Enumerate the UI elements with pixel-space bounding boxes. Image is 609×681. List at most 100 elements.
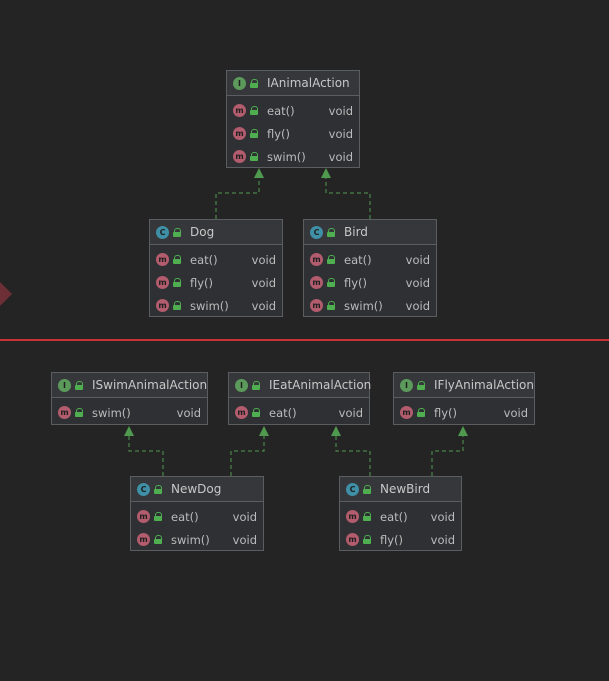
method-row[interactable]: m eat() void	[340, 505, 461, 528]
class-icon: C	[137, 482, 150, 496]
interface-name: ISwimAnimalAction	[92, 378, 208, 392]
method-row[interactable]: m swim() void	[304, 294, 436, 317]
method-row[interactable]: m swim() void	[131, 528, 263, 551]
connector-newbird-iflyanimalaction	[431, 436, 464, 476]
interface-icon: I	[400, 378, 413, 392]
method-row[interactable]: m eat() void	[131, 505, 263, 528]
return-type: void	[251, 252, 276, 267]
arrowhead-icon	[254, 168, 264, 178]
method-row[interactable]: m eat() void	[304, 248, 436, 271]
method-row[interactable]: m fly() void	[340, 528, 461, 551]
class-newbird[interactable]: C NewBird m eat() void m fly() void	[339, 476, 462, 551]
interface-name: IFlyAnimalAction	[434, 378, 534, 392]
class-icon: C	[310, 225, 323, 239]
public-lock-icon	[173, 255, 182, 264]
public-lock-icon	[250, 106, 259, 115]
public-lock-icon	[173, 227, 182, 237]
method-row[interactable]: m fly() void	[227, 122, 359, 145]
public-lock-icon	[252, 408, 261, 417]
interface-name: IEatAnimalAction	[269, 378, 372, 392]
public-lock-icon	[75, 408, 84, 417]
method-name: fly()	[434, 405, 458, 420]
arrowhead-icon	[458, 426, 468, 436]
return-type: void	[430, 509, 455, 524]
return-type: void	[328, 126, 353, 141]
method-row[interactable]: m swim() void	[227, 145, 359, 168]
public-lock-icon	[327, 278, 336, 287]
return-type: void	[328, 103, 353, 118]
collapse-marker[interactable]	[0, 282, 12, 306]
uml-header: C NewBird	[340, 477, 461, 502]
section-divider	[0, 339, 609, 341]
public-lock-icon	[327, 227, 336, 237]
public-lock-icon	[173, 301, 182, 310]
method-row[interactable]: m fly() void	[304, 271, 436, 294]
method-icon: m	[137, 510, 150, 523]
connector-dog-ianimalaction	[215, 178, 260, 219]
method-name: eat()	[344, 252, 372, 267]
uml-header: C Dog	[150, 220, 282, 245]
arrowhead-icon	[331, 426, 341, 436]
method-icon: m	[400, 406, 413, 419]
return-type: void	[503, 405, 528, 420]
class-newdog[interactable]: C NewDog m eat() void m swim() void	[130, 476, 264, 551]
interface-name: IAnimalAction	[267, 76, 350, 90]
class-dog[interactable]: C Dog m eat() void m fly() void m swim()…	[149, 219, 283, 317]
return-type: void	[328, 149, 353, 164]
method-name: swim()	[267, 149, 306, 164]
method-row[interactable]: m eat() void	[227, 99, 359, 122]
class-bird[interactable]: C Bird m eat() void m fly() void m swim(…	[303, 219, 437, 317]
public-lock-icon	[417, 408, 426, 417]
method-row[interactable]: m eat() void	[150, 248, 282, 271]
uml-header: I IEatAnimalAction	[229, 373, 372, 398]
interface-iswimanimalaction[interactable]: I ISwimAnimalAction m swim() void	[51, 372, 208, 425]
method-name: swim()	[92, 405, 131, 420]
return-type: void	[251, 298, 276, 313]
interface-ianimalaction[interactable]: I IAnimalAction m eat() void m fly() voi…	[226, 70, 360, 168]
arrowhead-icon	[259, 426, 269, 436]
return-type: void	[232, 532, 257, 547]
class-name: Dog	[190, 225, 215, 239]
return-type: void	[405, 252, 430, 267]
connector-newdog-ieatanimalaction	[230, 436, 265, 476]
method-row[interactable]: m swim() void	[150, 294, 282, 317]
interface-icon: I	[235, 378, 248, 392]
method-icon: m	[156, 253, 169, 266]
uml-header: I IFlyAnimalAction	[394, 373, 534, 398]
return-type: void	[405, 298, 430, 313]
method-row[interactable]: m swim() void	[52, 401, 207, 424]
return-type: void	[430, 532, 455, 547]
public-lock-icon	[417, 380, 426, 390]
arrowhead-icon	[124, 426, 134, 436]
uml-header: I IAnimalAction	[227, 71, 359, 96]
interface-ieatanimalaction[interactable]: I IEatAnimalAction m eat() void	[228, 372, 372, 425]
public-lock-icon	[250, 152, 259, 161]
interface-iflyanimalaction[interactable]: I IFlyAnimalAction m fly() void	[393, 372, 535, 425]
method-name: fly()	[190, 275, 214, 290]
public-lock-icon	[154, 535, 163, 544]
connector-newbird-ieatanimalaction	[335, 436, 371, 476]
method-row[interactable]: m fly() void	[394, 401, 534, 424]
arrowhead-icon	[321, 168, 331, 178]
uml-header: I ISwimAnimalAction	[52, 373, 207, 398]
method-name: fly()	[380, 532, 404, 547]
method-name: eat()	[190, 252, 218, 267]
method-name: swim()	[344, 298, 383, 313]
method-icon: m	[233, 104, 246, 117]
public-lock-icon	[252, 380, 261, 390]
return-type: void	[176, 405, 201, 420]
method-icon: m	[310, 276, 323, 289]
class-name: NewDog	[171, 482, 222, 496]
public-lock-icon	[173, 278, 182, 287]
public-lock-icon	[154, 484, 163, 494]
public-lock-icon	[327, 301, 336, 310]
method-name: eat()	[380, 509, 408, 524]
method-icon: m	[156, 276, 169, 289]
class-icon: C	[346, 482, 359, 496]
public-lock-icon	[363, 484, 372, 494]
uml-header: C NewDog	[131, 477, 263, 502]
method-name: fly()	[344, 275, 368, 290]
method-row[interactable]: m eat() void	[229, 401, 369, 424]
interface-icon: I	[58, 378, 71, 392]
method-row[interactable]: m fly() void	[150, 271, 282, 294]
